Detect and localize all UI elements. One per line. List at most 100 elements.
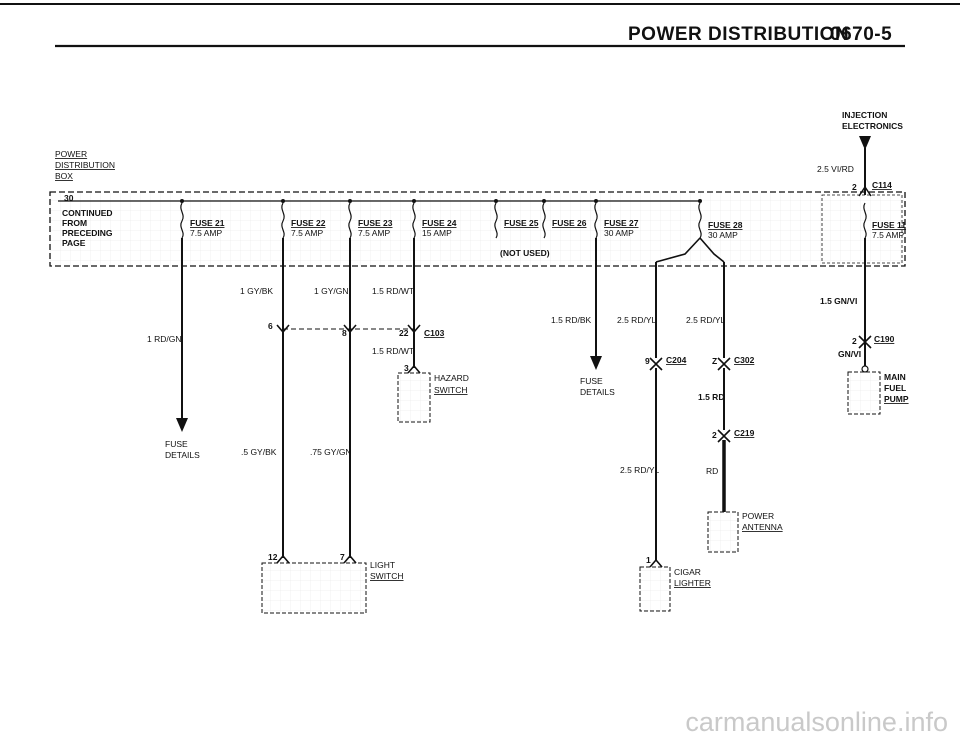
wire-fuse26-label: 1.5 RD/BK <box>551 315 591 325</box>
fuse-23-label: FUSE 23 <box>358 218 393 228</box>
main-fuel-pump-box <box>847 371 881 415</box>
fuel-pump-label-2: FUEL <box>884 383 906 393</box>
continued-line3: PRECEDING <box>62 228 113 238</box>
fuel-pump-label-1: MAIN <box>884 372 906 382</box>
bus-junction <box>494 199 498 203</box>
bus-junction <box>412 199 416 203</box>
fuse-22-rating: 7.5 AMP <box>291 228 323 238</box>
wire-fuse24-label: 1.5 RD/WT <box>372 286 414 296</box>
fuse-24-rating: 15 AMP <box>422 228 452 238</box>
continued-line2: FROM <box>62 218 87 228</box>
fuse-23-rating: 7.5 AMP <box>358 228 390 238</box>
light-pin-12 <box>276 554 290 564</box>
wire-fuse21-label: 1 RD/GN <box>147 334 181 344</box>
fuse-21-rating: 7.5 AMP <box>190 228 222 238</box>
light-label-2: SWITCH <box>370 571 404 581</box>
c302-connector <box>717 357 731 371</box>
wire-cigar-label: 2.5 RD/YL <box>620 465 659 475</box>
c114-label: C114 <box>872 180 892 190</box>
cigar-pin-label: 1 <box>646 555 651 565</box>
c219-pin: 2 <box>712 430 717 440</box>
cigar-label-2: LIGHTER <box>674 578 711 588</box>
c302-pin: Z <box>712 356 717 366</box>
bus-junction <box>698 199 702 203</box>
electronics-label: ELECTRONICS <box>842 121 903 131</box>
fuse-28-rating: 30 AMP <box>708 230 738 240</box>
antenna-label-1: POWER <box>742 511 774 521</box>
bus-junction <box>180 199 184 203</box>
fuse-28-label: FUSE 28 <box>708 220 743 230</box>
fuse-details-2-line1: FUSE <box>580 376 603 386</box>
wire-source-label: 2.5 VI/RD <box>817 164 854 174</box>
fuse-details-2-line2: DETAILS <box>580 387 615 397</box>
fuse-11-rating: 7.5 AMP <box>872 230 904 240</box>
c190-label: C190 <box>874 334 895 344</box>
not-used-label: (NOT USED) <box>500 248 550 258</box>
wire-fuse22-label: 1 GY/BK <box>240 286 273 296</box>
wire-antenna-label2: RD <box>706 466 718 476</box>
hazard-pin-3: 3 <box>404 363 409 373</box>
c190-pin: 2 <box>852 336 857 346</box>
fuse-21-label: FUSE 21 <box>190 218 225 228</box>
light-pin-7 <box>343 554 357 564</box>
injection-label: INJECTION <box>842 110 887 120</box>
wire-fuse27-label: 2.5 RD/YL <box>617 315 656 325</box>
light-label-1: LIGHT <box>370 560 395 570</box>
c302-label: C302 <box>734 355 755 365</box>
continued-line4: PAGE <box>62 238 86 248</box>
hazard-switch-box <box>397 372 431 423</box>
antenna-label-2: ANTENNA <box>742 522 783 532</box>
terminal-30: 30 <box>64 193 74 203</box>
fuse-11-label: FUSE 11 <box>872 220 906 230</box>
c103-connector-22 <box>407 324 421 334</box>
arrow-fuse-details-1 <box>176 418 188 432</box>
fuse-11-box <box>821 194 903 264</box>
bus-junction <box>281 199 285 203</box>
power-distribution-box <box>49 191 906 267</box>
wire-light-label1: .5 GY/BK <box>241 447 277 457</box>
fuse-22-label: FUSE 22 <box>291 218 326 228</box>
c219-label: C219 <box>734 428 755 438</box>
fuse-24-label: FUSE 24 <box>422 218 457 228</box>
box-label-line3: BOX <box>55 171 73 181</box>
page-number: 0670-5 <box>830 24 893 45</box>
c103-pin-8: 8 <box>342 328 347 338</box>
box-label-line1: POWER <box>55 149 87 159</box>
hazard-label-2: SWITCH <box>434 385 468 395</box>
light-pin-7-label: 7 <box>340 552 345 562</box>
hazard-label-1: HAZARD <box>434 373 469 383</box>
c103-label: C103 <box>424 328 445 338</box>
wire-hazard-label: 1.5 RD/WT <box>372 346 414 356</box>
fuse28-split <box>655 237 725 263</box>
c219-connector <box>717 429 731 443</box>
light-pin-12-label: 12 <box>268 552 278 562</box>
fuse-details-1-line1: FUSE <box>165 439 188 449</box>
c103-connector-8 <box>343 324 357 334</box>
fuse-26-label: FUSE 26 <box>552 218 587 228</box>
wire-antenna-label: 1.5 RD <box>698 392 724 402</box>
light-switch-box <box>261 562 367 614</box>
hazard-pin <box>407 364 421 374</box>
arrow-source <box>859 136 871 150</box>
page-title: POWER DISTRIBUTION <box>628 24 850 45</box>
wire-fuse28-label: 2.5 RD/YL <box>686 315 725 325</box>
cigar-label-1: CIGAR <box>674 567 701 577</box>
fuse-symbol <box>180 202 867 239</box>
bus-junction <box>348 199 352 203</box>
box-label-line2: DISTRIBUTION <box>55 160 115 170</box>
c204-label: C204 <box>666 355 687 365</box>
c103-connector-6 <box>276 324 290 334</box>
c204-pin: 9 <box>645 356 650 366</box>
wire-fuse11-label: 1.5 GN/VI <box>820 296 857 306</box>
fuse-27-label: FUSE 27 <box>604 218 639 228</box>
arrow-fuse-details-2 <box>590 356 602 370</box>
continued-line1: CONTINUED <box>62 208 113 218</box>
cigar-lighter-box <box>639 566 671 612</box>
power-antenna-box <box>707 511 739 553</box>
c114-connector <box>858 185 872 197</box>
fuse-details-1-line2: DETAILS <box>165 450 200 460</box>
c114-pin: 2 <box>852 182 857 192</box>
fuel-pump-label-3: PUMP <box>884 394 909 404</box>
